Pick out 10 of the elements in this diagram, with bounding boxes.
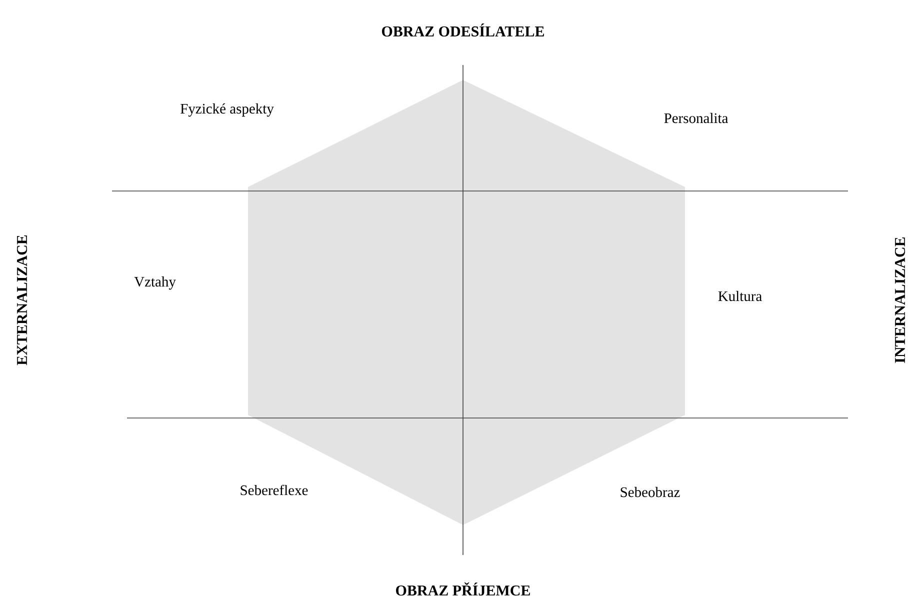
axis-label: OBRAZ PŘÍJEMCE [396,582,530,596]
facet-label: Sebeobraz [620,486,680,498]
facet-label: Vztahy [134,276,176,290]
axis-label: OBRAZ ODESÍLATELE [382,24,544,36]
facet-label: Kultura [718,290,762,302]
facet-label: Personalita [664,112,728,124]
facet-label: Fyzické aspekty [180,103,274,117]
axis-label: EXTERNALIZACE [16,235,28,366]
axis-label: INTERNALIZACE [894,237,906,363]
facet-label: Sebereflexe [240,484,308,496]
